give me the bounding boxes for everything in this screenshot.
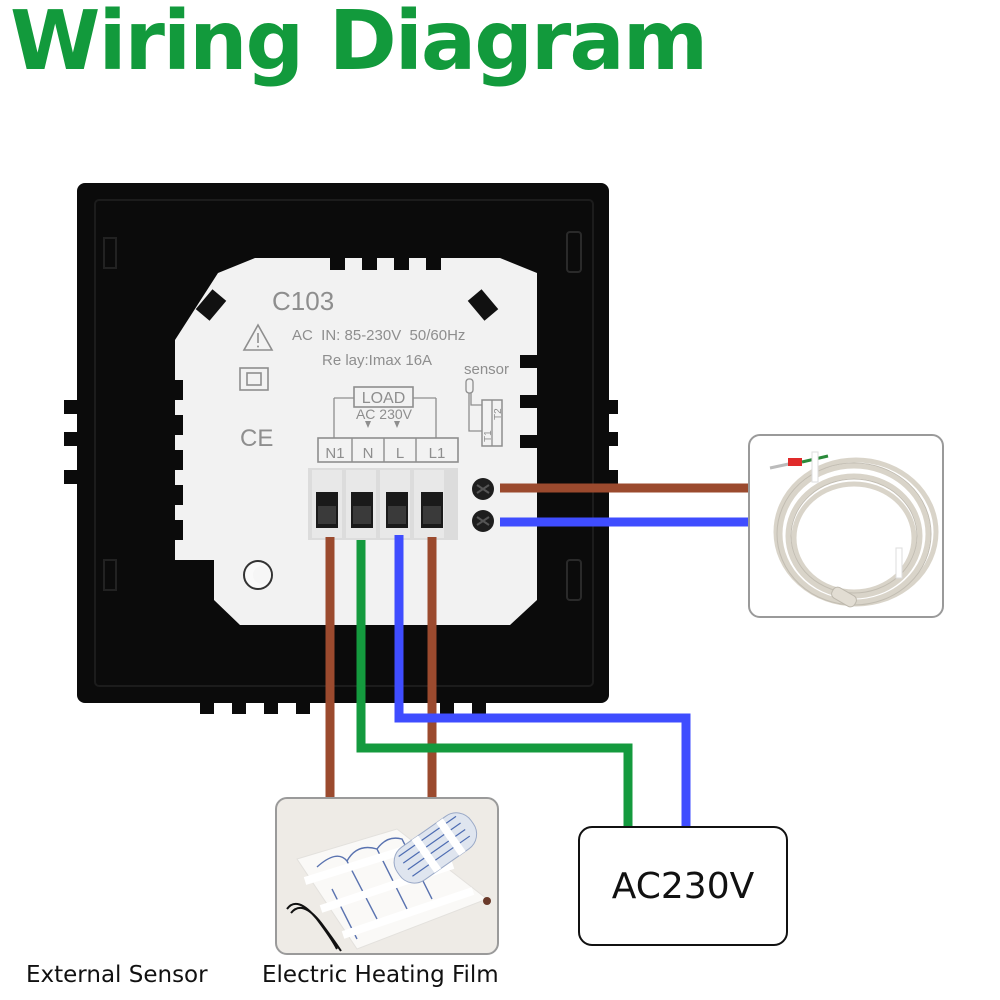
load-diagram <box>333 386 437 438</box>
heating-film-image <box>275 797 499 955</box>
page-title: Wiring Diagram <box>10 0 708 89</box>
heating-film-mat-icon <box>286 812 491 952</box>
relay-spec: Re lay:Imax 16A <box>322 352 432 369</box>
sensor-terminal-t2: T2 <box>493 408 504 420</box>
terminal-label-strip <box>317 437 459 463</box>
external-sensor-caption: External Sensor <box>26 962 208 988</box>
wires <box>325 483 748 826</box>
ce-mark: CE <box>240 425 273 452</box>
sensor-screw-terminals <box>472 478 494 532</box>
wire-n-green <box>356 540 633 826</box>
terminal-l-label: L <box>396 445 404 462</box>
sensor-terminal-t1: T1 <box>483 430 494 442</box>
load-label: LOAD <box>362 390 406 407</box>
wire-l-blue <box>394 535 691 826</box>
model-number: C103 <box>272 286 334 316</box>
sensor-cable-coil-icon <box>769 451 939 608</box>
warning-icon <box>242 323 274 351</box>
double-insulation-icon <box>239 367 269 391</box>
sensor-label: sensor <box>464 361 509 378</box>
external-sensor-image <box>748 434 944 618</box>
ac230v-power-source: AC230V <box>578 826 788 946</box>
terminal-blocks <box>308 468 458 540</box>
sensor-probe-icon <box>465 378 503 447</box>
heating-film-caption: Electric Heating Film <box>262 962 499 988</box>
terminal-l1-label: L1 <box>429 445 446 462</box>
input-spec: AC IN: 85-230V 50/60Hz <box>292 327 465 344</box>
terminal-n-label: N <box>363 445 374 462</box>
load-voltage-label: AC 230V <box>356 406 413 422</box>
terminal-n1-label: N1 <box>325 445 344 462</box>
